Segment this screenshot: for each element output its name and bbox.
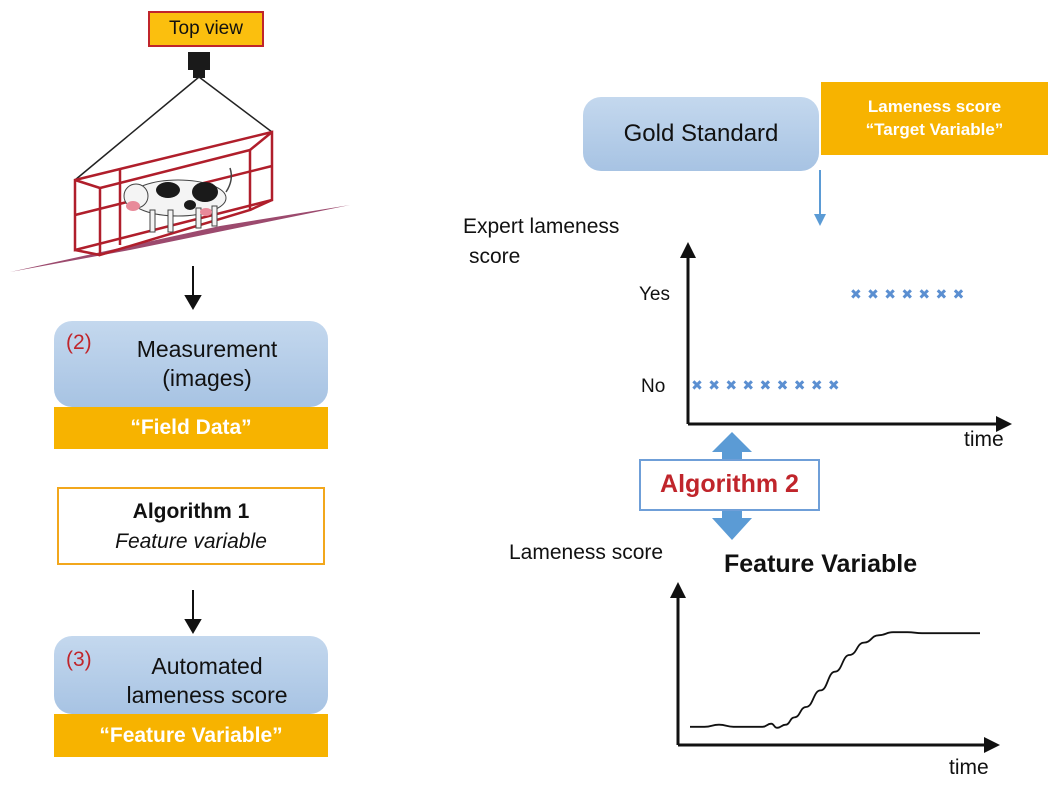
scatter-marker: ✖ — [953, 287, 965, 303]
bottom-chart-ylabel: Lameness score — [509, 541, 664, 564]
bottom-chart-title: Feature Variable — [724, 550, 918, 578]
algorithm1-title: Algorithm 1 — [132, 500, 250, 523]
tick-yes: Yes — [639, 284, 670, 305]
automated-score-box: (3) Automated lameness score — [54, 636, 328, 714]
scatter-marker: ✖ — [794, 378, 806, 394]
automated-line1: Automated — [151, 653, 263, 679]
gold-standard-box: Gold Standard — [583, 97, 819, 171]
gold-arrow-head — [814, 214, 826, 226]
camera-icon — [188, 52, 210, 70]
automated-line2: lameness score — [126, 682, 288, 708]
step-3-number: (3) — [66, 648, 92, 671]
camera-lens-icon — [193, 70, 205, 78]
scatter-marker: ✖ — [811, 378, 823, 394]
feature-variable-bar: “Feature Variable” — [54, 714, 328, 757]
scatter-marker: ✖ — [850, 287, 862, 303]
algorithm2-box: Algorithm 2 — [639, 459, 820, 511]
tick-no: No — [641, 376, 666, 397]
algorithm2-double-arrow — [712, 432, 752, 540]
target-variable-bar: Lameness score “Target Variable” — [821, 82, 1048, 155]
top-chart-axes — [680, 242, 1012, 432]
scatter-marker: ✖ — [884, 287, 896, 303]
step-2-number: (2) — [66, 331, 92, 354]
view-line-right — [198, 76, 273, 133]
target-line2: “Target Variable” — [865, 120, 1004, 139]
scatter-marker: ✖ — [691, 378, 703, 394]
scatter-marker: ✖ — [725, 378, 737, 394]
automated-score-label: Automated lameness score — [94, 652, 320, 710]
measurement-line1: Measurement — [136, 336, 278, 362]
scatter-marker: ✖ — [828, 378, 840, 394]
arrow-head-2 — [184, 619, 202, 634]
cow-icon — [123, 167, 233, 233]
target-line1: Lameness score — [867, 97, 1002, 116]
scatter-marker: ✖ — [918, 287, 930, 303]
scatter-marker: ✖ — [901, 287, 913, 303]
algorithm1-subtitle: Feature variable — [115, 530, 267, 553]
feature-variable-line — [689, 631, 980, 729]
top-view-label: Top view — [148, 11, 264, 47]
measurement-box: (2) Measurement (images) — [54, 321, 328, 407]
bottom-chart-xlabel: time — [949, 756, 989, 779]
scatter-marker: ✖ — [867, 287, 879, 303]
algorithm1-box: Algorithm 1 Feature variable — [57, 487, 325, 565]
field-data-bar: “Field Data” — [54, 407, 328, 449]
scatter-marker: ✖ — [760, 378, 772, 394]
arrow-head-1 — [184, 295, 202, 310]
top-ylabel-line2: score — [469, 245, 521, 268]
view-line-left — [74, 76, 200, 181]
scatter-marker: ✖ — [708, 378, 720, 394]
measurement-line2: (images) — [162, 365, 252, 391]
scatter-marker: ✖ — [936, 287, 948, 303]
top-chart-markers: ✖ ✖ ✖ ✖ ✖ ✖ ✖ ✖ ✖ ✖ ✖ ✖ ✖ ✖ ✖ ✖ — [691, 287, 964, 394]
measurement-label: Measurement (images) — [94, 335, 320, 393]
scatter-marker: ✖ — [777, 378, 789, 394]
bottom-chart-axes — [670, 582, 1000, 753]
top-chart-ylabel: Expert lameness score — [463, 212, 619, 272]
top-chart-xlabel: time — [964, 428, 1004, 451]
scatter-marker: ✖ — [742, 378, 754, 394]
top-ylabel-line1: Expert lameness — [463, 215, 620, 238]
